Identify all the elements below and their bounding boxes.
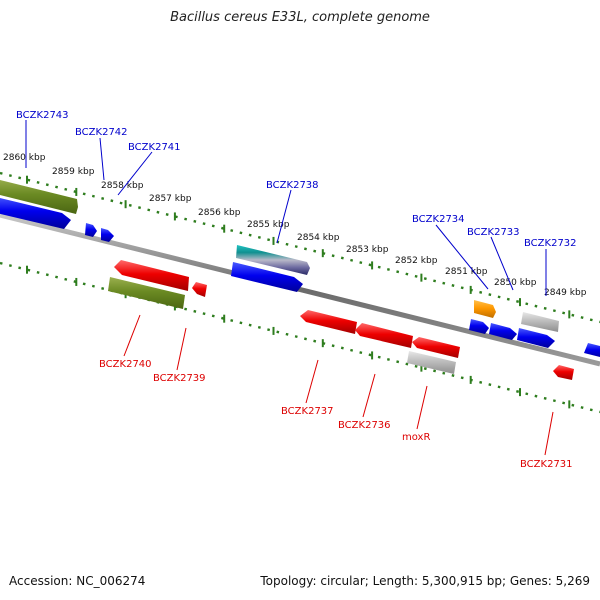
gene-glyph-bczk2737[interactable] — [300, 310, 357, 334]
gene-glyph-bczk2741[interactable] — [101, 228, 114, 242]
genome-summary-text: Topology: circular; Length: 5,300,915 bp… — [260, 574, 590, 588]
gene-label-bczk2731[interactable]: BCZK2731 — [520, 459, 573, 470]
tick-label-2859: 2859 kbp — [52, 167, 95, 177]
leader-bczk2734 — [435, 224, 489, 290]
leader-bczk2742 — [99, 137, 105, 181]
gene-glyph-moxr[interactable] — [412, 337, 460, 358]
gene-glyph-bczk2738[interactable] — [231, 262, 303, 292]
gene-glyph-bczk2733[interactable] — [517, 328, 555, 348]
gene-glyph-bczk2736[interactable] — [355, 323, 413, 348]
tick-labels: 2860 kbp 2859 kbp 2858 kbp 2857 kbp 2856… — [3, 153, 587, 298]
lower-tick-track — [0, 261, 600, 414]
gene-label-bczk2739[interactable]: BCZK2739 — [153, 373, 206, 384]
leader-bczk2731 — [544, 411, 554, 456]
gene-glyph-bczk2739-red[interactable] — [192, 282, 207, 297]
gene-label-bczk2743[interactable]: BCZK2743 — [16, 110, 69, 121]
upper-tick-track — [0, 171, 600, 324]
leader-bczk2733 — [490, 236, 514, 291]
gene-labels: BCZK2743 BCZK2742 BCZK2741 BCZK2738 BCZK… — [16, 110, 577, 470]
gene-leader-lines — [25, 120, 554, 456]
tick-label-2852: 2852 kbp — [395, 256, 438, 266]
gene-glyph-bczk2732[interactable] — [584, 343, 600, 358]
tick-label-2855: 2855 kbp — [247, 220, 290, 230]
gene-label-bczk2742[interactable]: BCZK2742 — [75, 127, 128, 138]
gene-glyph-bczk2734-b[interactable] — [489, 323, 517, 340]
major-ticks — [26, 175, 571, 409]
gene-glyph-bczk2738-multi[interactable] — [236, 245, 310, 275]
gene-glyph-bczk2743-olive[interactable] — [0, 178, 78, 214]
gene-label-bczk2732[interactable]: BCZK2732 — [524, 238, 577, 249]
accession-text: Accession: NC_006274 — [9, 574, 146, 588]
tick-label-2860: 2860 kbp — [3, 153, 46, 163]
gene-glyph-bczk2733-gray[interactable] — [521, 312, 559, 332]
gene-glyph-bczk2742[interactable] — [85, 223, 97, 237]
leader-bczk2736 — [362, 373, 376, 418]
map-title: Bacillus cereus E33L, complete genome — [170, 10, 430, 25]
genome-backbone — [0, 212, 600, 367]
tick-label-2857: 2857 kbp — [149, 194, 192, 204]
gene-glyph-moxr-gray[interactable] — [407, 351, 456, 374]
gene-glyph-bczk2731[interactable] — [553, 365, 574, 380]
leader-bczk2741 — [117, 151, 153, 196]
leader-bczk2737 — [305, 359, 319, 404]
gene-label-bczk2737[interactable]: BCZK2737 — [281, 406, 334, 417]
gene-glyph-bczk2734[interactable] — [474, 300, 496, 318]
gene-glyphs — [0, 178, 600, 380]
leader-bczk2738 — [276, 189, 292, 244]
leader-moxr — [416, 385, 428, 430]
tick-label-2853: 2853 kbp — [346, 245, 389, 255]
leader-bczk2739 — [176, 327, 187, 371]
tick-label-2850: 2850 kbp — [494, 278, 537, 288]
gene-label-bczk2740[interactable]: BCZK2740 — [99, 359, 152, 370]
gene-label-moxr[interactable]: moxR — [402, 432, 430, 443]
tick-label-2849: 2849 kbp — [544, 288, 587, 298]
gene-glyph-bczk2743[interactable] — [0, 196, 71, 229]
gene-label-bczk2733[interactable]: BCZK2733 — [467, 227, 520, 238]
gene-label-bczk2738[interactable]: BCZK2738 — [266, 180, 319, 191]
gene-glyph-bczk2740[interactable] — [114, 260, 189, 291]
gene-label-bczk2734[interactable]: BCZK2734 — [412, 214, 465, 225]
gene-glyph-bczk2734-blue[interactable] — [469, 319, 489, 334]
gene-glyph-bczk2739[interactable] — [108, 277, 185, 309]
tick-label-2858: 2858 kbp — [101, 181, 144, 191]
tick-label-2856: 2856 kbp — [198, 208, 241, 218]
leader-bczk2740 — [123, 314, 141, 357]
gene-label-bczk2741[interactable]: BCZK2741 — [128, 142, 181, 153]
gene-label-bczk2736[interactable]: BCZK2736 — [338, 420, 391, 431]
tick-label-2851: 2851 kbp — [445, 267, 488, 277]
tick-label-2854: 2854 kbp — [297, 233, 340, 243]
